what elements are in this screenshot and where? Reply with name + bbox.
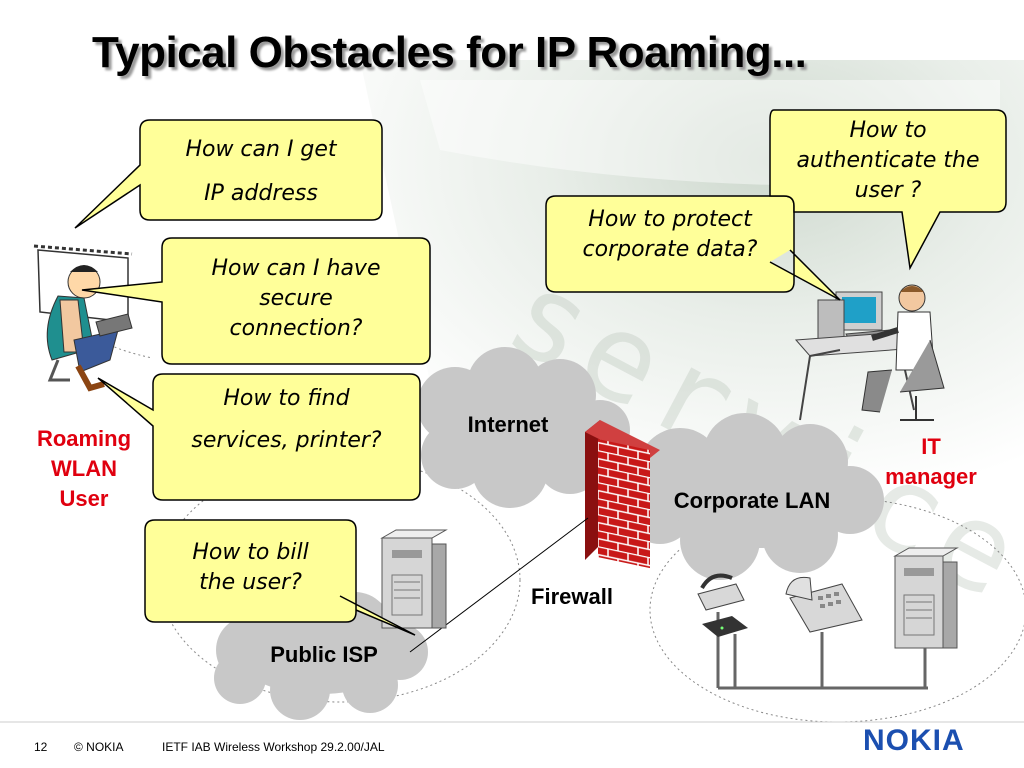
bubble-line: How to find: [223, 386, 350, 411]
user-with-laptop-icon: [33, 244, 133, 392]
server-icon: [893, 547, 959, 649]
public-isp-area: [159, 457, 521, 703]
bubble-line: services, printer?: [191, 428, 382, 453]
server-icon: [380, 529, 448, 629]
lan-bus: [716, 612, 928, 690]
roaming-user-label: Roaming WLAN User: [14, 424, 154, 514]
bubble-authenticate-text: How to authenticate the user ?: [774, 116, 1002, 206]
bubble-secure-text: How can I have secure connection?: [172, 254, 420, 344]
footer-event: IETF IAB Wireless Workshop 29.2.00/JAL: [162, 740, 385, 754]
corporate-lan-label: Corporate LAN: [673, 488, 831, 513]
bubble-line: IP address: [204, 181, 318, 206]
bubble-line: corporate data?: [582, 237, 758, 262]
bubble-line: How can I get: [185, 137, 337, 162]
firewall-brick-wall-icon: [585, 420, 660, 569]
bubble-authenticate: [769, 109, 1007, 271]
isp-to-firewall-line: [409, 517, 589, 653]
nokia-logo: NOKIA: [863, 724, 965, 757]
label-line: IT: [921, 434, 941, 459]
bubble-line: How to bill: [192, 540, 309, 565]
firewall-label: Firewall: [531, 584, 613, 609]
conference-phone-icon: [785, 576, 863, 633]
bubble-get-ip-text: How can I get IP address: [150, 135, 372, 209]
bubble-get-ip: [74, 119, 383, 229]
bubble-line: How can I have: [211, 256, 381, 281]
bubble-line: How to: [849, 118, 927, 143]
bubble-line: the user?: [199, 570, 302, 595]
label-line: Roaming: [36, 426, 132, 451]
bubble-find-services: [97, 373, 421, 501]
bubble-line: user ?: [854, 178, 922, 203]
bubble-protect-data-text: How to protect corporate data?: [556, 205, 784, 265]
bubble-bill-user: [144, 519, 416, 636]
label-line: manager: [885, 464, 977, 489]
label-line: WLAN: [51, 456, 117, 481]
bubble-line: How to protect: [588, 207, 752, 232]
bubble-line: connection?: [229, 316, 363, 341]
label-line: User: [59, 486, 109, 511]
bubble-find-services-text: How to find services, printer?: [163, 384, 410, 456]
bubble-bill-user-text: How to bill the user?: [155, 538, 346, 598]
bubble-line: authenticate the: [796, 148, 980, 173]
internet-label: Internet: [467, 412, 549, 437]
internet-cloud: [417, 347, 630, 508]
modem-icon: [702, 616, 748, 637]
public-isp-label: Public ISP: [270, 642, 378, 667]
it-manager-computer-icon: [794, 284, 945, 421]
bubble-line: secure: [259, 286, 333, 311]
telephone-icon: [697, 573, 745, 611]
bubble-secure: [81, 237, 431, 365]
it-manager-label: IT manager: [866, 432, 996, 492]
footer-copyright: © NOKIA: [74, 740, 124, 754]
page-number: 12: [34, 740, 48, 754]
slide-title: Typical Obstacles for IP Roaming...: [92, 28, 807, 77]
